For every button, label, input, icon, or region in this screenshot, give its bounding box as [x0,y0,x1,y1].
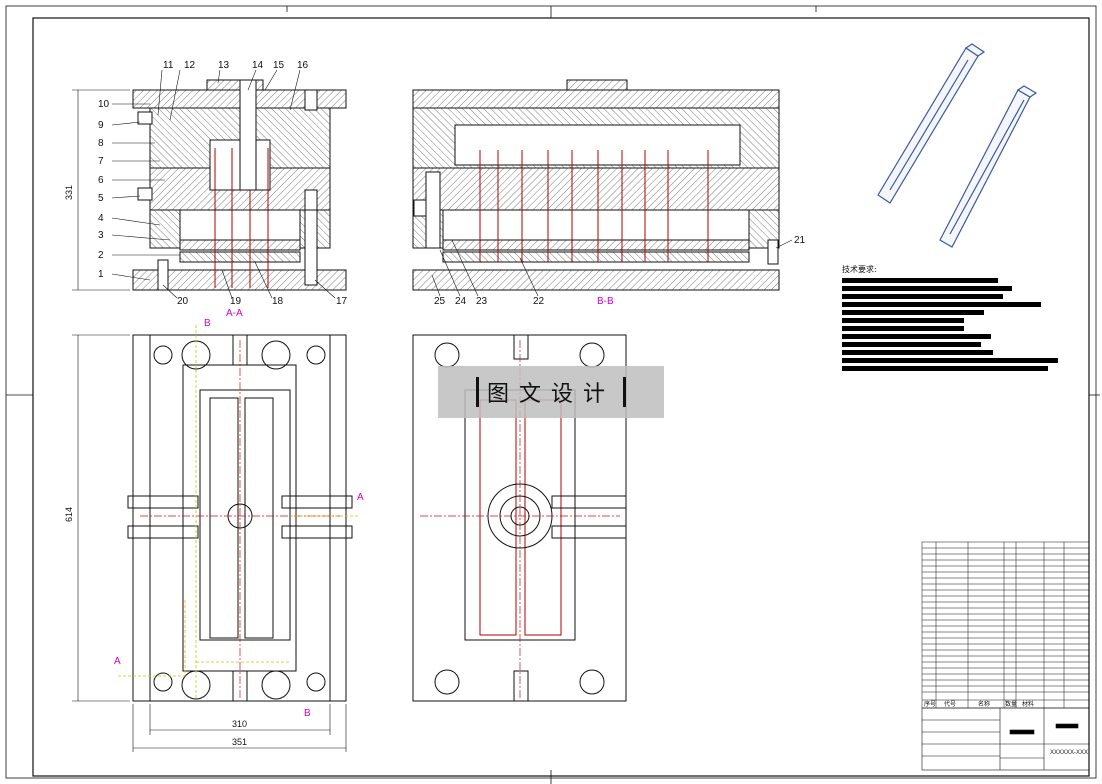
aa-leaders [111,69,336,299]
callout-3: 3 [98,230,104,241]
dimension-310: 310 [232,719,247,729]
callout-18: 18 [272,296,284,307]
plan-view-left [118,325,360,702]
bom-header: 序号 代号 名称 数量 材料 [924,700,1034,708]
callout-7: 7 [98,156,104,167]
callout-2: 2 [98,250,104,261]
section-mark-a-left: A [114,656,121,667]
callout-9: 9 [98,120,104,131]
callout-11: 11 [163,60,174,71]
section-label-aa: A-A [226,308,243,319]
callout-12: 12 [184,60,196,71]
tech-req-line [842,310,984,315]
tech-req-line [842,286,1013,291]
watermark-text: 图文设计 [486,382,615,407]
border-ticks [6,6,1100,784]
callout-23: 23 [476,296,488,307]
part-isometric [877,43,1038,248]
tech-req-line [842,278,998,283]
callout-15: 15 [273,60,285,71]
callout-5: 5 [98,193,104,204]
plan-dimensions [72,334,347,752]
tech-req-line [842,326,965,331]
callout-19: 19 [230,296,242,307]
callout-6: 6 [98,175,104,186]
aa-callouts-left: 10 9 8 7 6 5 4 3 2 1 [98,99,110,280]
title-block [921,707,1090,771]
callout-22: 22 [533,296,545,307]
aa-callouts-top: 11 12 13 14 15 16 [163,60,309,71]
tech-req-line [842,318,965,323]
callout-4: 4 [98,213,104,224]
bb-callouts: 25 24 23 22 21 [434,235,806,307]
section-bb-view [412,79,780,291]
tech-req-line [842,294,1003,299]
callout-21: 21 [794,235,806,246]
callout-10: 10 [98,99,110,110]
plan-section-marks: B A A B [114,318,364,719]
tech-req-line [842,334,991,339]
section-mark-b-top: B [204,318,211,329]
tech-req-lines [842,278,1082,371]
bom-header-material: 材料 [1022,700,1034,708]
watermark-bar-left [475,377,479,407]
callout-17: 17 [336,296,348,307]
tech-req-line [842,358,1058,363]
inner-border [32,17,1090,777]
callout-8: 8 [98,138,104,149]
dimension-351: 351 [232,737,247,747]
section-mark-a-right: A [357,492,364,503]
callout-13: 13 [218,60,230,71]
bb-leaders [431,239,793,297]
section-aa-view [132,79,347,291]
tech-req-line [842,366,1049,371]
dimension-614: 614 [64,507,74,522]
tech-req-title: 技术要求: [842,265,877,274]
watermark-bar-right [623,377,626,407]
bom-header-qty: 数量 [1005,700,1017,708]
dimension-height-top [72,89,130,291]
section-mark-b-bottom: B [304,708,311,719]
callout-24: 24 [455,296,467,307]
bom-table [921,541,1090,709]
dimension-331: 331 [64,185,74,200]
bom-header-name: 名称 [978,700,990,708]
callout-14: 14 [252,60,264,71]
section-label-bb: B-B [597,296,614,307]
callout-20: 20 [177,296,189,307]
tech-req-line [842,302,1042,307]
bom-header-code: 代号 [944,700,956,708]
watermark-banner: 图文设计 [438,366,664,418]
tech-req-line [842,342,982,347]
callout-1: 1 [98,269,104,280]
drawing-number: XXXXXX-XXX [1050,750,1088,756]
bom-header-no: 序号 [924,700,936,708]
tech-req-line [842,350,994,355]
callout-16: 16 [297,60,309,71]
technical-requirements: 技术要求: [842,264,1082,374]
callout-25: 25 [434,296,446,307]
aa-callouts-bottom: 20 19 18 17 [177,296,348,307]
